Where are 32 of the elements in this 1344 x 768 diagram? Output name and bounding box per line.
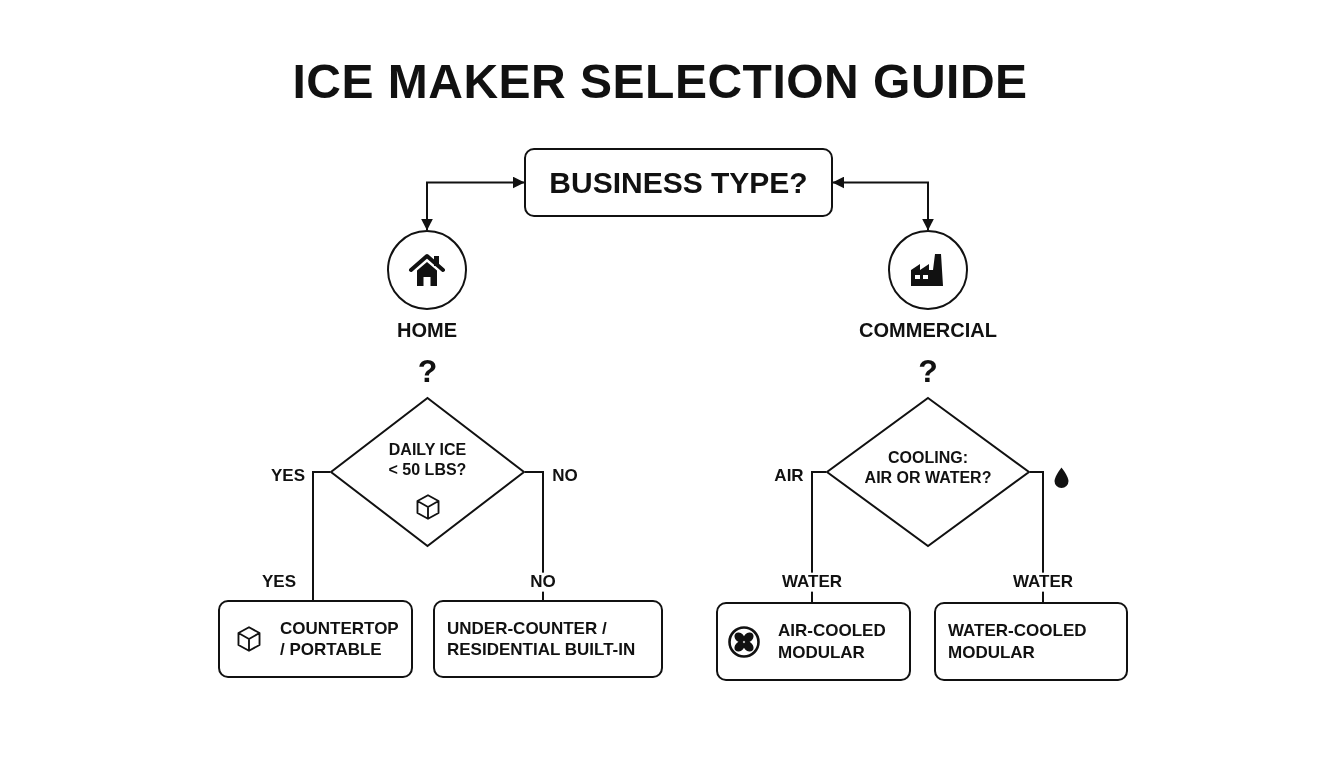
decision-diamond bbox=[330, 397, 525, 547]
branch-label: AIR bbox=[774, 466, 804, 486]
category-label: COMMERCIAL bbox=[859, 320, 997, 340]
result-box bbox=[716, 602, 911, 681]
connector-line bbox=[524, 471, 544, 601]
branch-label: NO bbox=[552, 466, 578, 486]
result-text: UNDER-COUNTER / RESIDENTIAL BUILT-IN bbox=[447, 617, 637, 661]
double-arrow bbox=[832, 176, 934, 231]
diagram-title: ICE MAKER SELECTION GUIDE bbox=[292, 58, 1028, 106]
branch-label: YES bbox=[271, 466, 305, 486]
connector-line bbox=[1029, 471, 1044, 603]
edge-label: NO bbox=[528, 572, 558, 592]
decision-text: DAILY ICE < 50 LBS? bbox=[387, 440, 468, 480]
question-mark: ? bbox=[417, 355, 438, 387]
decision-text: AIR OR WATER? bbox=[864, 468, 992, 488]
double-arrow bbox=[421, 176, 525, 231]
edge-label: WATER bbox=[779, 572, 845, 592]
connector-line bbox=[811, 471, 827, 603]
edge-label: WATER bbox=[1010, 572, 1076, 592]
result-text: AIR-COOLED MODULAR bbox=[778, 620, 887, 663]
question-text: BUSINESS TYPE? bbox=[549, 164, 808, 201]
result-box bbox=[218, 600, 413, 678]
connector-line bbox=[312, 471, 331, 601]
result-text: COUNTERTOP / PORTABLE bbox=[280, 617, 399, 661]
category-label: HOME bbox=[397, 320, 457, 340]
question-box bbox=[524, 148, 833, 217]
question-mark: ? bbox=[918, 355, 938, 387]
decision-text: COOLING: bbox=[888, 448, 968, 468]
decision-diamond bbox=[826, 397, 1030, 547]
result-box bbox=[934, 602, 1128, 681]
result-box bbox=[433, 600, 663, 678]
result-text: WATER-COOLED MODULAR bbox=[948, 620, 1088, 663]
